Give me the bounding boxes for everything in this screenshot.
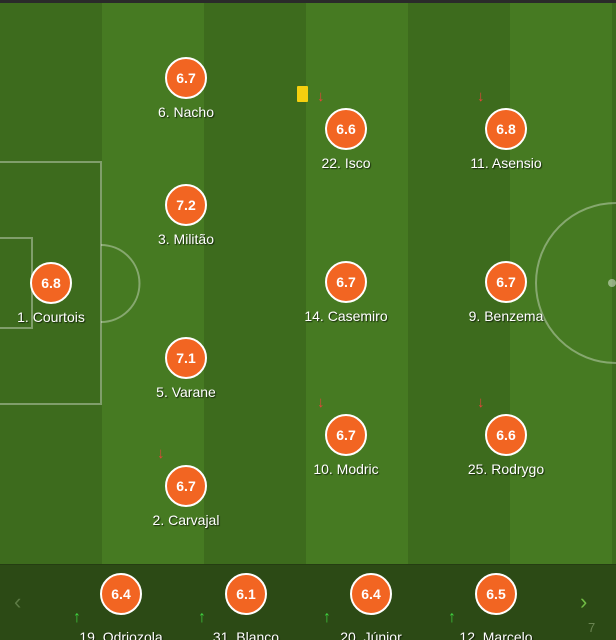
player-name: 19. Odriozola xyxy=(79,629,163,640)
rating-badge: 7.1 xyxy=(165,337,207,379)
player-name: 25. Rodrygo xyxy=(467,461,545,477)
rating-badge: 6.4 xyxy=(350,573,392,615)
substitute-card[interactable]: ↑ 6.1 31. Blanco xyxy=(181,573,311,640)
player-name: 11. Asensio xyxy=(470,155,542,171)
substituted-on-icon: ↑ xyxy=(73,609,81,626)
chevron-right-icon[interactable]: › xyxy=(580,589,588,614)
rating-badge: 6.7 xyxy=(485,261,527,303)
substituted-on-icon: ↑ xyxy=(448,609,456,626)
player-name: 1. Courtois xyxy=(17,309,85,325)
player-card[interactable]: ↓ 6.6 22. Isco xyxy=(281,86,411,188)
rating-badge: 6.8 xyxy=(485,108,527,150)
substitute-card[interactable]: ↑ 6.4 19. Odriozola xyxy=(56,573,186,640)
pitch-markings xyxy=(0,161,616,405)
rating-badge: 6.1 xyxy=(225,573,267,615)
player-name: 6. Nacho xyxy=(157,104,215,120)
center-circle xyxy=(535,202,616,364)
player-name: 20. Júnior xyxy=(340,629,402,640)
player-name: 10. Modric xyxy=(313,461,379,477)
player-card[interactable]: ↓ 6.8 11. Asensio xyxy=(441,89,571,188)
rating-badge: 6.4 xyxy=(100,573,142,615)
substituted-off-icon: ↓ xyxy=(157,445,165,462)
center-spot xyxy=(608,279,616,287)
player-name: 9. Benzema xyxy=(468,308,544,324)
player-card[interactable]: 6.7 14. Casemiro xyxy=(281,261,411,341)
player-card[interactable]: 6.7 6. Nacho xyxy=(121,57,251,137)
rating-badge: 6.6 xyxy=(325,108,367,150)
chevron-left-icon[interactable]: ‹ xyxy=(14,589,22,614)
player-card[interactable]: ↓ 6.7 10. Modric xyxy=(281,395,411,494)
substituted-off-icon: ↓ xyxy=(477,88,485,105)
rating-badge: 6.8 xyxy=(30,262,72,304)
penalty-arc xyxy=(100,244,141,323)
player-card[interactable]: 7.1 5. Varane xyxy=(121,337,251,417)
player-name: 3. Militão xyxy=(157,231,215,247)
rating-badge: 6.7 xyxy=(165,465,207,507)
pitch-top-border xyxy=(0,0,616,3)
player-name: 14. Casemiro xyxy=(304,308,388,324)
penalty-area xyxy=(0,161,102,405)
yellow-card-icon xyxy=(297,86,308,102)
player-name: 31. Blanco xyxy=(212,629,280,640)
substituted-off-icon: ↓ xyxy=(317,88,325,105)
player-name: 2. Carvajal xyxy=(152,512,220,528)
player-card[interactable]: 7.2 3. Militão xyxy=(121,184,251,264)
overflow-substitute-label: 7 xyxy=(588,620,596,635)
substituted-off-icon: ↓ xyxy=(317,394,325,411)
substituted-on-icon: ↑ xyxy=(323,609,331,626)
rating-badge: 6.7 xyxy=(165,57,207,99)
player-name: 12. Marcelo xyxy=(459,629,533,640)
rating-badge: 6.7 xyxy=(325,261,367,303)
player-card[interactable]: 6.8 1. Courtois xyxy=(0,262,116,342)
player-card[interactable]: ↓ 6.7 2. Carvajal xyxy=(121,446,251,545)
substituted-off-icon: ↓ xyxy=(477,394,485,411)
player-card[interactable]: 6.7 9. Benzema xyxy=(441,261,571,341)
substituted-on-icon: ↑ xyxy=(198,609,206,626)
substitutes-bench: ‹ ↑ 6.4 19. Odriozola ↑ 6.1 31. Blanco ↑… xyxy=(0,564,616,640)
substitute-card[interactable]: ↑ 6.4 20. Júnior xyxy=(306,573,436,640)
substitute-card[interactable]: ↑ 6.5 12. Marcelo xyxy=(431,573,561,640)
player-name: 22. Isco xyxy=(321,155,371,171)
player-card[interactable]: ↓ 6.6 25. Rodrygo xyxy=(441,395,571,494)
rating-badge: 6.6 xyxy=(485,414,527,456)
player-name: 5. Varane xyxy=(156,384,216,400)
rating-badge: 7.2 xyxy=(165,184,207,226)
rating-badge: 6.7 xyxy=(325,414,367,456)
rating-badge: 6.5 xyxy=(475,573,517,615)
pitch: 6.8 1. Courtois 6.7 6. Nacho 7.2 3. Mili… xyxy=(0,0,616,564)
